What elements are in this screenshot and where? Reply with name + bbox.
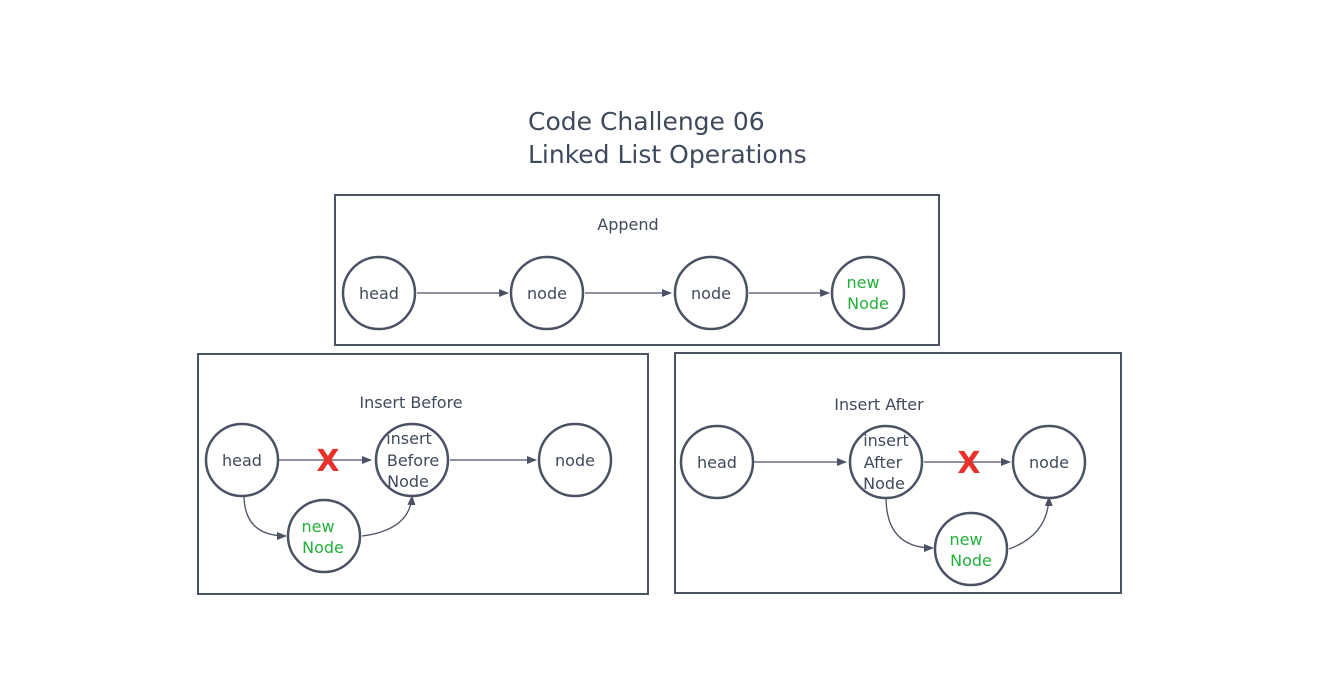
append-node-new: new Node [830,255,906,331]
insert-before-node-3: node [537,422,613,498]
append-panel: Append head node node new Node [334,194,940,346]
title-line-2: Linked List Operations [528,140,807,169]
append-frame [334,194,940,346]
node-label: head [222,451,262,470]
append-node-2: node [509,255,585,331]
insert-after-x-mark: X [957,446,980,481]
insert-after-frame [674,352,1122,594]
insert-after-node-new: new Node [933,511,1009,587]
node-label-line-2: Before [387,451,439,470]
insert-before-node-target: insert Before Node [374,422,450,498]
insert-before-frame [197,353,649,595]
insert-after-link-new-to-node [1008,496,1053,550]
append-label: Append [597,215,658,234]
node-label: node [555,451,595,470]
insert-after-node-target: insert After Node [848,424,924,500]
append-node-head: head [341,255,417,331]
diagram-title: Code Challenge 06 Linked List Operations [528,105,807,171]
node-label-line-1: insert [386,429,432,448]
insert-after-node-3: node [1011,424,1087,500]
insert-before-node-head: head [204,422,280,498]
append-node-3: node [673,255,749,331]
insert-after-node-head: head [679,424,755,500]
title-line-1: Code Challenge 06 [528,107,765,136]
insert-after-link-target-to-new [885,496,934,552]
insert-before-x-mark: X [316,444,339,479]
insert-before-panel: Insert Before X head insert Before Node … [197,353,649,595]
node-label-line-1: new [301,517,334,536]
insert-after-panel: Insert After X head insert After Node no… [674,352,1122,594]
insert-after-label: Insert After [834,395,924,414]
node-label-line-3: Node [863,474,905,493]
node-label: node [527,284,567,303]
insert-before-node-new: new Node [286,498,362,574]
insert-before-link-head-to-new [243,494,287,540]
node-label-line-1: new [949,530,982,549]
node-label-line-2: After [864,453,903,472]
node-label-line-1: insert [863,431,909,450]
node-label: head [697,453,737,472]
node-label: node [691,284,731,303]
node-label: head [359,284,399,303]
node-label-line-2: Node [847,294,889,313]
node-label: node [1029,453,1069,472]
node-label-line-2: Node [302,538,344,557]
node-label-line-1: new [846,273,879,292]
insert-before-label: Insert Before [359,393,462,412]
node-label-line-2: Node [950,551,992,570]
insert-before-link-new-to-target [361,495,416,537]
node-label-line-3: Node [387,472,429,491]
